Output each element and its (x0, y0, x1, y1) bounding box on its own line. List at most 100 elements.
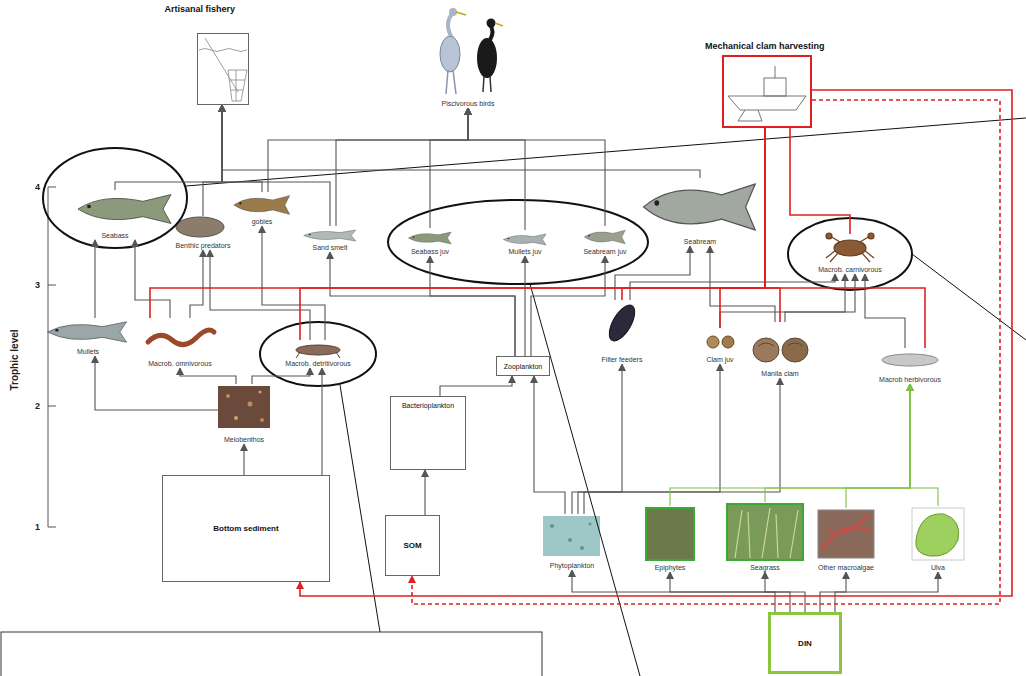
species-icon: Meiobenthos (218, 384, 270, 444)
impact-link (622, 128, 765, 300)
node-label: gobies (251, 217, 274, 226)
axis-tick-label: 4 (35, 182, 40, 192)
highlight-ellipse (43, 148, 912, 386)
trophic-link (468, 108, 525, 230)
shrimp-figure (882, 354, 938, 366)
cormorant-figure (477, 19, 503, 93)
node-label: Macrob. detritivorous (284, 359, 351, 368)
clam-figure (753, 338, 808, 362)
trophic-link (910, 384, 938, 506)
trophic-link (95, 356, 218, 410)
trophic-link (846, 384, 910, 508)
trophic-link (222, 105, 262, 192)
node-label: Meiobenthos (223, 435, 265, 444)
trophic-link (243, 444, 244, 475)
epiphytes-photo (646, 508, 694, 560)
node-label: Macrob. omnivorous (147, 359, 212, 368)
node-label: Bacterioplankton (402, 400, 454, 411)
species-icon: Seabass juv (405, 228, 455, 256)
seabream-figure (644, 184, 756, 230)
macroalgae-photo (818, 510, 874, 558)
worm-figure (148, 330, 214, 345)
node-label: Clam juv (705, 355, 734, 364)
trophic-link (190, 250, 203, 318)
trophic-link (336, 108, 468, 226)
trophic-link (115, 105, 222, 190)
node-label: Macrob herbivorous (878, 375, 942, 384)
axis-tick-label: 2 (35, 401, 40, 411)
trophic-link (430, 108, 468, 228)
bird-icon: Piscivorous birds (429, 4, 507, 108)
species-icon: gobies (232, 192, 292, 226)
trophic-link (524, 256, 525, 356)
trophic-link (180, 368, 236, 384)
species-icon: Macrob. detritivorous (282, 340, 354, 368)
impact-link (150, 128, 765, 318)
trophic-link (468, 108, 605, 226)
trophic-link (785, 274, 855, 322)
impact-link (765, 128, 780, 322)
trophic-link (252, 368, 310, 384)
trophic-link (720, 274, 845, 328)
trophic-link (865, 274, 905, 348)
node-label: Seabream juv (582, 247, 627, 256)
seabass-figure (78, 195, 171, 224)
trophic-link (534, 376, 565, 514)
meiobenthos-photo (218, 386, 270, 428)
trophic-axis (48, 187, 56, 527)
node-label: Macrob. carnivorous (817, 265, 882, 274)
trophic-link (222, 105, 330, 226)
node-label: Zooplankton (504, 361, 543, 372)
species-icon: Mullets (46, 318, 131, 356)
node-label: Artisanal fishery (165, 3, 236, 15)
species-icon: Clam juv (703, 328, 737, 364)
node-label: SOM (403, 540, 421, 551)
trophic-link (222, 105, 700, 178)
node-label: Ulva (930, 563, 946, 572)
flatfish-figure (176, 217, 224, 237)
node-label: Mullets (76, 347, 100, 356)
trophic-link (572, 570, 775, 612)
node-label: Mechanical clam harvesting (705, 40, 825, 52)
fish-figure (584, 230, 625, 244)
heron-figure (440, 8, 466, 94)
trophic-link (765, 572, 805, 612)
producer-icon: Other macroalgae (815, 508, 878, 572)
species-icon: Macrob. carnivorous (815, 234, 885, 274)
axis-tick-label: 1 (35, 522, 40, 532)
impact-link (765, 128, 925, 348)
node-label: Mullets juv (507, 247, 542, 256)
node-label: Other macroalgae (817, 563, 875, 572)
nutrient-box: DIN (768, 612, 842, 674)
producer-icon: Phytoplankton (544, 514, 601, 570)
crab-figure (826, 233, 874, 262)
node-label: Epiphytes (654, 563, 687, 572)
producer-icon: Ulva (912, 506, 964, 572)
trophic-link (584, 378, 780, 514)
boat-sketch (728, 66, 806, 121)
node-label: Seabream (683, 237, 717, 246)
species-icon: Sand smelt (300, 226, 360, 252)
fishery-box: Artisanal fishery (165, 3, 250, 105)
species-icon: Benthic predators (173, 216, 234, 250)
species-icon: Macrob herbivorous (876, 348, 944, 384)
impact-link (300, 128, 765, 340)
trophic-link (203, 105, 222, 216)
fish-figure (503, 234, 546, 245)
trophic-link (440, 376, 512, 396)
species-icon: Filter feeders (599, 300, 646, 364)
species-icon: Seabream juv (580, 226, 630, 256)
seagrass-photo (727, 504, 803, 560)
impact-link (412, 100, 1000, 604)
trophic-link (94, 240, 95, 318)
species-icon: Mullets juv (501, 230, 549, 256)
compartment-box: Zooplankton (496, 356, 550, 376)
amphipod-figure (296, 345, 340, 358)
mussel-figure (604, 301, 640, 345)
species-icon: Seabass (65, 190, 165, 240)
compartment-box: Bottom sediment (162, 475, 330, 582)
fishery-sketch (199, 38, 247, 101)
